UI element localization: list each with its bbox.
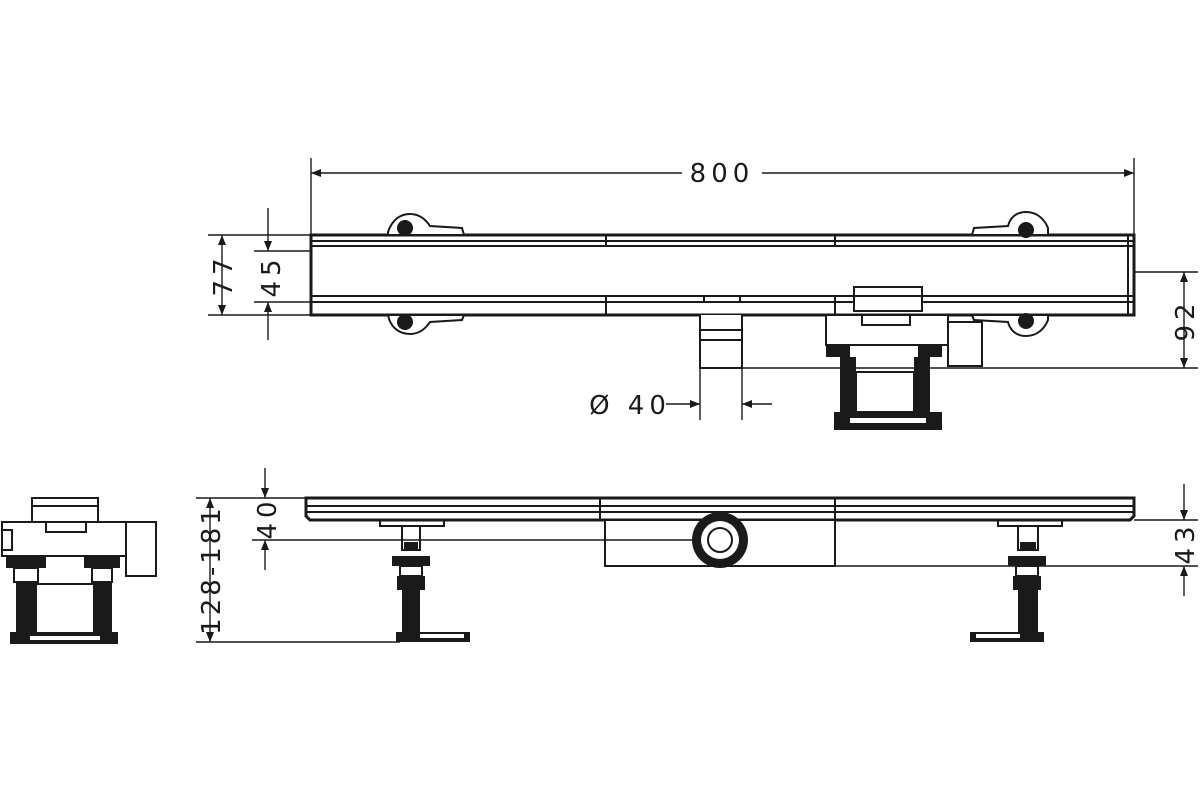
dim-outlet-depth: 92 bbox=[742, 271, 1200, 369]
dim-outlet-axis: 40 bbox=[252, 468, 692, 570]
dim-body-depth: 43 bbox=[835, 484, 1200, 596]
dim-total-height: 77 bbox=[208, 234, 311, 316]
foot-assembly-top bbox=[825, 286, 983, 430]
dim-outlet-diameter: Ø 40 bbox=[589, 368, 772, 421]
drain-channel-side bbox=[304, 496, 1136, 522]
mounting-claw-top-right bbox=[970, 210, 1049, 238]
mounting-claw-bottom-right bbox=[970, 313, 1049, 338]
mounting-claw-bottom-left bbox=[386, 314, 466, 336]
mounting-claw-top-left bbox=[387, 212, 466, 236]
dim-label-128-181: 128-181 bbox=[197, 505, 227, 635]
outlet-pipe-side bbox=[692, 512, 748, 568]
adjustable-foot-left bbox=[379, 519, 470, 642]
top-view bbox=[309, 210, 1136, 430]
dim-label-43: 43 bbox=[1171, 521, 1200, 564]
adjustable-foot-right bbox=[970, 519, 1063, 642]
dim-label-45: 45 bbox=[257, 254, 287, 297]
dim-overall-length: 800 bbox=[310, 158, 1135, 235]
outlet-pipe-top bbox=[699, 295, 743, 369]
dim-channel-height: 45 bbox=[254, 208, 311, 340]
end-view bbox=[1, 497, 157, 644]
dim-label-92: 92 bbox=[1171, 298, 1200, 341]
side-view bbox=[304, 496, 1136, 642]
dim-label-diameter-40: Ø 40 bbox=[589, 391, 671, 421]
dim-installation-height: 128-181 bbox=[196, 497, 400, 643]
dim-label-40: 40 bbox=[253, 496, 283, 539]
dim-label-800: 800 bbox=[690, 159, 755, 189]
dim-label-77: 77 bbox=[209, 253, 239, 296]
